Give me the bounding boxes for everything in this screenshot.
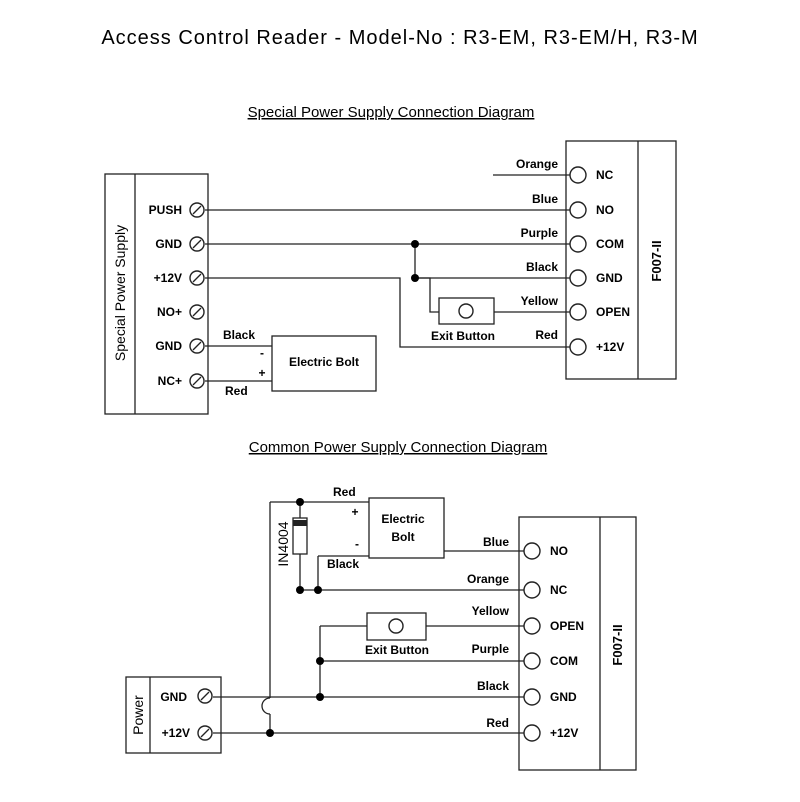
common-bolt-plus: + (351, 505, 358, 519)
power-label: Power (130, 695, 146, 735)
special-supply-label: Special Power Supply (112, 225, 128, 361)
common-bolt-wire-black: Black (327, 557, 359, 571)
junction-dot (316, 693, 324, 701)
supply-terminal-push: PUSH (149, 202, 205, 218)
common-terminal-gnd: GND (523, 688, 577, 706)
common-electric-bolt (368, 497, 445, 559)
svg-text:GND: GND (596, 271, 623, 285)
junction-dot (296, 498, 304, 506)
junction-dot (314, 586, 322, 594)
special-electric-bolt (271, 335, 377, 392)
svg-text:+12V: +12V (550, 726, 578, 740)
common-exit-button (366, 612, 427, 641)
wire-label-purple: Purple (521, 226, 559, 240)
supply-terminal-no-plus: NO+ (157, 304, 205, 320)
common-wire-label-red: Red (486, 716, 509, 730)
special-subtitle: Special Power Supply Connection Diagram (248, 104, 535, 121)
diode-label: IN4004 (275, 521, 291, 566)
supply-terminal-gnd-2: GND (155, 338, 205, 354)
common-terminal-12v: +12V (523, 724, 578, 742)
reader-terminal-com: COM (569, 235, 624, 253)
reader-terminal-12v: +12V (569, 338, 624, 356)
svg-text:NC: NC (596, 168, 614, 182)
supply-terminal-nc-plus: NC+ (158, 373, 205, 389)
common-wires (213, 501, 524, 734)
svg-text:GND: GND (155, 237, 182, 251)
common-reader-label: F007-II (610, 624, 625, 665)
common-wire-label-black: Black (477, 679, 509, 693)
common-bolt-wire-red: Red (333, 485, 356, 499)
wire-label-red: Red (535, 328, 558, 342)
svg-text:GND: GND (160, 690, 187, 704)
special-wires (205, 174, 570, 382)
svg-text:NC+: NC+ (158, 374, 182, 388)
wire-label-blue: Blue (532, 192, 558, 206)
junction-dot (296, 586, 304, 594)
supply-terminal-12v: +12V (154, 270, 205, 286)
svg-text:NO+: NO+ (157, 305, 182, 319)
svg-text:+12V: +12V (154, 271, 182, 285)
main-title: Access Control Reader - Model-No : R3-EM… (101, 27, 698, 49)
svg-text:COM: COM (596, 237, 624, 251)
junction-dot (266, 729, 274, 737)
bolt-wire-black-label: Black (223, 328, 255, 342)
junction-dot (411, 240, 419, 248)
svg-text:NC: NC (550, 583, 568, 597)
reader-terminal-open: OPEN (569, 303, 630, 321)
special-exit-button (438, 297, 495, 325)
junction-dot (316, 657, 324, 665)
power-terminal-12v: +12V (162, 725, 213, 741)
common-bolt-label-2: Bolt (391, 530, 414, 544)
svg-text:OPEN: OPEN (596, 305, 630, 319)
svg-text:GND: GND (550, 690, 577, 704)
power-terminal-gnd: GND (160, 688, 213, 704)
special-exit-button-label: Exit Button (431, 329, 495, 343)
wire-label-orange: Orange (516, 157, 558, 171)
bolt-wire-red-label: Red (225, 384, 248, 398)
junction-dot (411, 274, 419, 282)
common-wire-label-purple: Purple (472, 642, 510, 656)
svg-text:NO: NO (596, 203, 614, 217)
svg-text:NO: NO (550, 544, 568, 558)
common-exit-button-label: Exit Button (365, 643, 429, 657)
wire-label-yellow: Yellow (521, 294, 559, 308)
svg-text:OPEN: OPEN (550, 619, 584, 633)
svg-text:PUSH: PUSH (149, 203, 182, 217)
common-bolt-minus: - (355, 537, 359, 551)
supply-terminal-gnd: GND (155, 236, 205, 252)
svg-text:+12V: +12V (162, 726, 190, 740)
common-terminal-open: OPEN (523, 617, 584, 635)
common-wire-label-yellow: Yellow (472, 604, 510, 618)
common-wire-label-blue: Blue (483, 535, 509, 549)
common-bolt-label-1: Electric (381, 512, 425, 526)
bolt-plus-label: + (258, 366, 265, 380)
special-electric-bolt-label: Electric Bolt (289, 355, 359, 369)
common-terminal-com: COM (523, 652, 578, 670)
reader-terminal-gnd: GND (569, 269, 623, 287)
special-reader-label: F007-II (649, 240, 664, 281)
wire-label-black: Black (526, 260, 558, 274)
svg-text:+12V: +12V (596, 340, 624, 354)
svg-text:COM: COM (550, 654, 578, 668)
svg-text:GND: GND (155, 339, 182, 353)
diode-symbol (292, 517, 308, 555)
common-subtitle: Common Power Supply Connection Diagram (249, 439, 547, 456)
common-wire-label-orange: Orange (467, 572, 509, 586)
bolt-minus-label: - (260, 346, 264, 360)
